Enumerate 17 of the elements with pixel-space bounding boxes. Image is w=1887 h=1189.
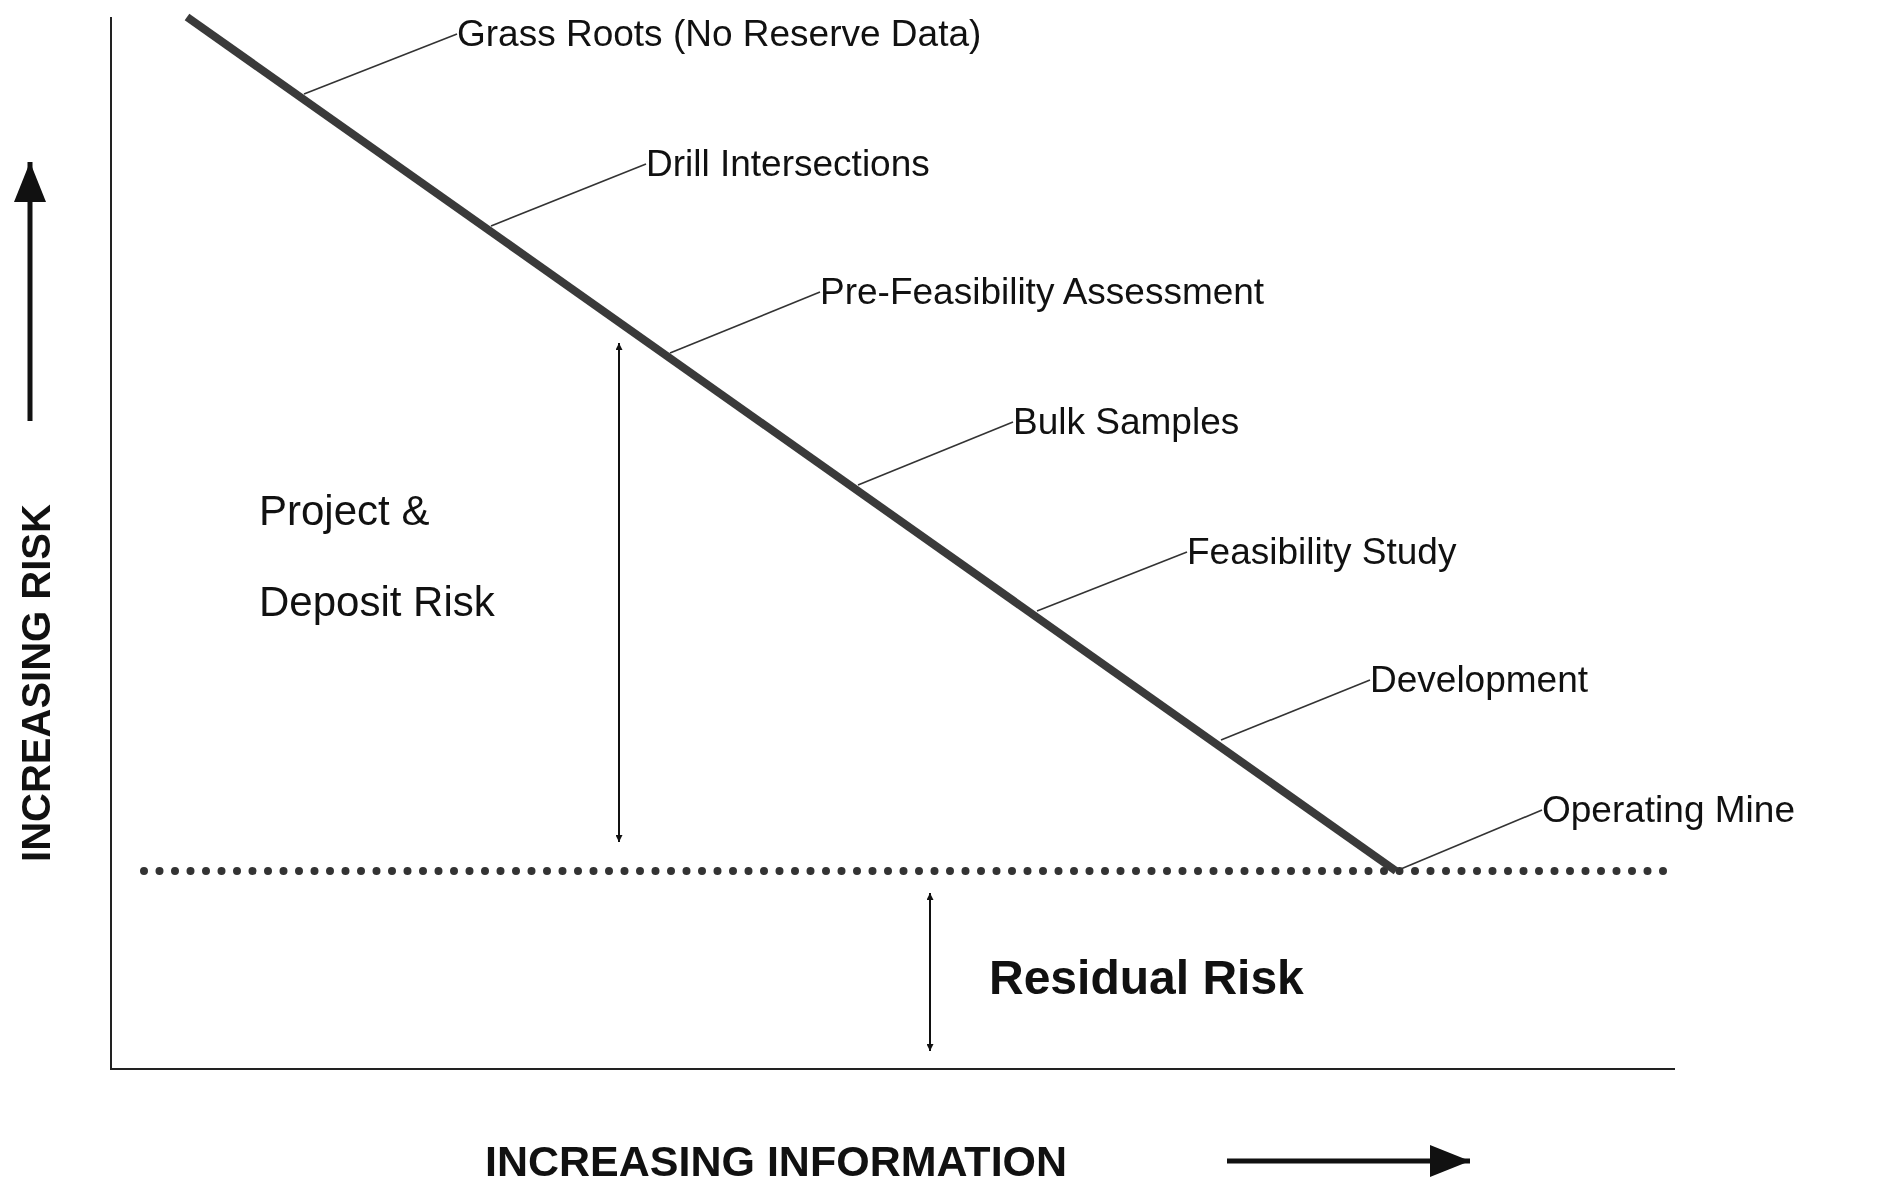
stage-label: Bulk Samples <box>1013 400 1240 444</box>
leader-line <box>1036 551 1188 612</box>
annotation-text: Residual Risk <box>989 950 1304 1006</box>
stage-label: Drill Intersections <box>646 142 930 186</box>
leader-line <box>1220 679 1371 741</box>
stage-label: Operating Mine <box>1542 788 1795 832</box>
stage-label: Feasibility Study <box>1187 530 1457 574</box>
axis-title: INCREASING INFORMATION <box>485 1136 1068 1186</box>
leader-line <box>669 291 821 354</box>
leader-line <box>857 421 1014 486</box>
stage-label: Development <box>1370 658 1588 702</box>
leader-line <box>490 163 647 227</box>
axis-title: INCREASING RISK <box>13 504 59 862</box>
stage-label: Pre-Feasibility Assessment <box>820 270 1265 314</box>
leader-line <box>303 33 458 95</box>
annotation-text: Project & Deposit Risk <box>259 486 496 627</box>
stage-label: Grass Roots (No Reserve Data) <box>457 12 982 56</box>
